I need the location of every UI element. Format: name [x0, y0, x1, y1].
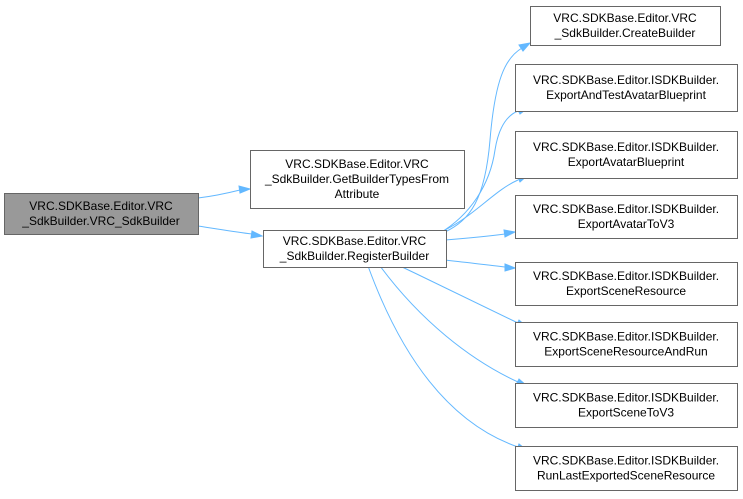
node-eatab-box: [515, 64, 738, 112]
edge-rb-to-esv3: [379, 265, 519, 383]
node-esr-label-line: VRC.SDKBase.Editor.ISDKBuilder.: [533, 269, 719, 283]
node-rb-box: [263, 230, 447, 268]
node-cb-label-line: VRC.SDKBase.Editor.VRC: [553, 11, 697, 25]
node-eab[interactable]: VRC.SDKBase.Editor.ISDKBuilder.ExportAva…: [515, 131, 738, 179]
edge-root-to-rb: [197, 225, 253, 235]
edge-rb-to-eab: [444, 179, 519, 231]
node-gbt-label-line: Attribute: [335, 187, 380, 201]
node-esrar[interactable]: VRC.SDKBase.Editor.ISDKBuilder.ExportSce…: [515, 322, 738, 367]
node-eab-label-line: ExportAvatarBlueprint: [568, 155, 685, 169]
node-eab-label-line: VRC.SDKBase.Editor.ISDKBuilder.: [533, 140, 719, 154]
node-eab-box: [515, 131, 738, 179]
edge-root-to-gbt: [197, 189, 241, 199]
node-esrar-label-line: ExportSceneResourceAndRun: [544, 345, 707, 359]
node-gbt-label-line: VRC.SDKBase.Editor.VRC: [285, 157, 429, 171]
node-rb-label-line: VRC.SDKBase.Editor.VRC: [283, 234, 427, 248]
node-root-label-line: VRC.SDKBase.Editor.VRC: [29, 199, 173, 213]
node-esv3-label-line: ExportSceneToV3: [578, 406, 674, 420]
node-root-box: [4, 193, 199, 235]
edge-rb-to-esrar: [399, 265, 519, 324]
node-gbt-box: [250, 150, 465, 209]
nodes-layer: VRC.SDKBase.Editor.VRC_SdkBuilder.VRC_Sd…: [4, 6, 738, 491]
node-root[interactable]: VRC.SDKBase.Editor.VRC_SdkBuilder.VRC_Sd…: [4, 193, 199, 235]
node-gbt[interactable]: VRC.SDKBase.Editor.VRC_SdkBuilder.GetBui…: [250, 150, 465, 209]
node-rlesr-box: [515, 446, 738, 491]
node-root-label-line: _SdkBuilder.VRC_SdkBuilder: [21, 214, 179, 228]
node-esr-label-line: ExportSceneResource: [566, 284, 686, 298]
node-cb-label-line: _SdkBuilder.CreateBuilder: [554, 26, 696, 40]
node-rb[interactable]: VRC.SDKBase.Editor.VRC_SdkBuilder.Regist…: [263, 230, 447, 268]
node-rb-label-line: _SdkBuilder.RegisterBuilder: [279, 249, 429, 263]
node-eav3-label-line: ExportAvatarToV3: [578, 217, 675, 231]
node-rlesr-label-line: RunLastExportedSceneResource: [537, 469, 715, 483]
node-esrar-label-line: VRC.SDKBase.Editor.ISDKBuilder.: [533, 330, 719, 344]
edge-rb-to-eav3-arrowhead: [503, 229, 517, 238]
node-eav3-box: [515, 195, 738, 239]
edge-rb-to-eatab: [439, 110, 519, 234]
edge-rb-to-esr-arrowhead: [504, 263, 517, 272]
node-esrar-box: [515, 322, 738, 367]
node-eatab[interactable]: VRC.SDKBase.Editor.ISDKBuilder.ExportAnd…: [515, 64, 738, 112]
node-eav3-label-line: VRC.SDKBase.Editor.ISDKBuilder.: [533, 202, 719, 216]
node-esv3[interactable]: VRC.SDKBase.Editor.ISDKBuilder.ExportSce…: [515, 383, 738, 428]
edge-rb-to-rlesr: [367, 265, 519, 448]
edge-root-to-gbt-arrowhead: [238, 185, 252, 194]
edge-rb-to-eav3: [444, 233, 506, 241]
edge-rb-to-cb-arrowhead: [518, 42, 532, 52]
node-esv3-box: [515, 383, 738, 428]
node-esr[interactable]: VRC.SDKBase.Editor.ISDKBuilder.ExportSce…: [515, 262, 738, 306]
node-rlesr-label-line: VRC.SDKBase.Editor.ISDKBuilder.: [533, 454, 719, 468]
node-esv3-label-line: VRC.SDKBase.Editor.ISDKBuilder.: [533, 391, 719, 405]
node-cb[interactable]: VRC.SDKBase.Editor.VRC_SdkBuilder.Create…: [530, 6, 721, 46]
node-eatab-label-line: VRC.SDKBase.Editor.ISDKBuilder.: [533, 73, 719, 87]
node-gbt-label-line: _SdkBuilder.GetBuilderTypesFrom: [264, 172, 449, 186]
node-esr-box: [515, 262, 738, 306]
node-rlesr[interactable]: VRC.SDKBase.Editor.ISDKBuilder.RunLastEx…: [515, 446, 738, 491]
node-cb-box: [530, 6, 721, 46]
node-eav3[interactable]: VRC.SDKBase.Editor.ISDKBuilder.ExportAva…: [515, 195, 738, 239]
node-eatab-label-line: ExportAndTestAvatarBlueprint: [546, 88, 707, 102]
edge-rb-to-esr: [444, 259, 506, 268]
edge-root-to-rb-arrowhead: [250, 230, 264, 239]
